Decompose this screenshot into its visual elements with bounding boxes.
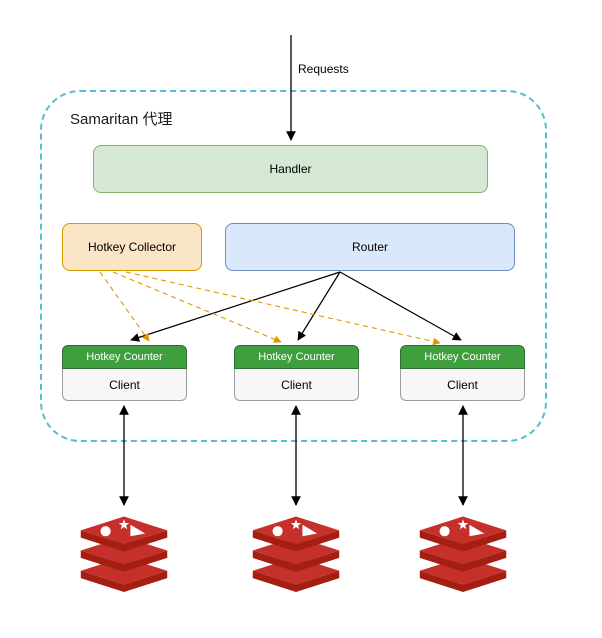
redis-database-icon xyxy=(78,516,170,598)
client-label: Client xyxy=(62,369,187,401)
router-label: Router xyxy=(351,240,389,254)
client-node-3: Hotkey Counter Client xyxy=(400,345,525,401)
redis-icon-graphic xyxy=(252,516,340,592)
hotkey-counter-badge: Hotkey Counter xyxy=(62,345,187,369)
router-node: Router xyxy=(225,223,515,271)
requests-label: Requests xyxy=(298,62,349,76)
redis-icon-graphic xyxy=(419,516,507,592)
hotkey-collector-label: Hotkey Collector xyxy=(87,240,177,254)
hotkey-collector-node: Hotkey Collector xyxy=(62,223,202,271)
handler-label: Handler xyxy=(269,162,312,176)
client-label: Client xyxy=(234,369,359,401)
hotkey-counter-badge: Hotkey Counter xyxy=(400,345,525,369)
client-node-1: Hotkey Counter Client xyxy=(62,345,187,401)
redis-database-icon xyxy=(417,516,509,598)
hotkey-counter-badge: Hotkey Counter xyxy=(234,345,359,369)
boundary-title: Samaritan 代理 xyxy=(70,111,173,128)
handler-node: Handler xyxy=(93,145,488,193)
redis-icon-graphic xyxy=(80,516,168,592)
redis-database-icon xyxy=(250,516,342,598)
client-label: Client xyxy=(400,369,525,401)
client-node-2: Hotkey Counter Client xyxy=(234,345,359,401)
